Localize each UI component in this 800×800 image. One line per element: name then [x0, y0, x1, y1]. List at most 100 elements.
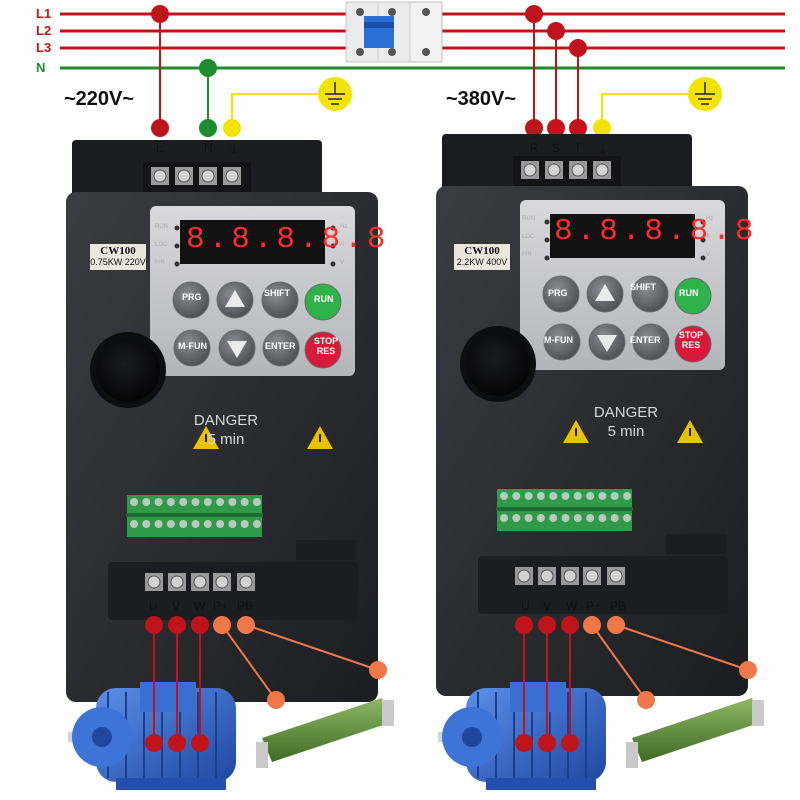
screw-icon — [130, 520, 138, 528]
indicator-label: F/R — [522, 252, 532, 258]
output-terminal-label: P+ — [586, 599, 602, 613]
screw-icon — [598, 492, 607, 500]
screw-icon — [586, 492, 595, 500]
terminal-dot — [168, 616, 186, 634]
status-led-icon — [330, 225, 336, 231]
led-display: 8.8.8.8.8 — [186, 222, 390, 257]
inverter-single-phase — [66, 140, 378, 702]
model-name: CW100 — [100, 245, 136, 257]
resistor-terminal-dot — [267, 691, 285, 709]
screw-icon — [512, 492, 521, 500]
three-phase-motor — [68, 682, 236, 790]
bus-label-l3: L3 — [36, 40, 52, 55]
terminal-dot — [515, 616, 533, 634]
stop-button[interactable] — [304, 331, 342, 369]
run-button[interactable] — [304, 283, 342, 321]
enter-button[interactable] — [262, 329, 300, 367]
down-arrow-icon — [597, 335, 617, 352]
danger-title: DANGER — [593, 404, 659, 421]
screw-icon — [571, 163, 585, 177]
screw-icon — [586, 514, 595, 522]
motor-junction-box — [140, 682, 196, 712]
terminal-dot — [583, 616, 601, 634]
output-terminal-label: W — [566, 599, 578, 613]
model-plate: CW100 2.2KW 400V — [454, 244, 510, 270]
input-terminal-label: S — [552, 141, 561, 155]
screw-icon — [517, 569, 531, 583]
prg-button[interactable] — [542, 275, 580, 313]
status-led-icon — [544, 255, 550, 261]
prg-button[interactable] — [172, 281, 210, 319]
terminal-dot — [607, 616, 625, 634]
screw-icon — [549, 492, 558, 500]
output-terminal-label: V — [172, 599, 181, 613]
danger-time: 5 min — [607, 423, 645, 440]
screw-icon — [512, 514, 521, 522]
terminal-dot — [525, 119, 543, 137]
stop-button-label: STOP RES — [313, 336, 339, 356]
screw-icon — [536, 492, 545, 500]
mfun-button[interactable] — [173, 329, 211, 367]
terminal-dot — [561, 616, 579, 634]
screw-icon — [573, 514, 582, 522]
model-rating: 0.75KW 220V — [90, 257, 146, 267]
indicator-label: RUN — [522, 216, 535, 222]
mfun-button-label: M-FUN — [544, 335, 573, 345]
motor-terminal-dot — [191, 734, 209, 752]
motor-base — [486, 778, 596, 790]
output-terminal-label: P+ — [213, 599, 229, 613]
status-led-icon — [700, 237, 706, 243]
screw-icon — [177, 169, 191, 183]
screw-icon — [166, 520, 175, 528]
screw-icon — [500, 514, 508, 522]
screw-icon — [595, 163, 609, 177]
screw-icon — [524, 514, 533, 522]
screw-icon — [500, 492, 508, 500]
screw-icon — [561, 514, 570, 522]
indicator-label: Hz — [340, 224, 348, 230]
resistor-terminal-dot — [637, 691, 655, 709]
screw-icon — [561, 492, 570, 500]
indicator-label: Hz — [706, 216, 714, 222]
knob-cap — [96, 338, 160, 402]
shift-button-label: SHIFT — [630, 282, 656, 292]
screw-icon — [147, 575, 161, 589]
shift-button[interactable] — [631, 275, 669, 313]
status-led-icon — [330, 243, 336, 249]
junction-dot — [199, 59, 217, 77]
resistor-body — [632, 698, 762, 762]
screw-icon — [610, 492, 619, 500]
vent-slot — [666, 534, 726, 554]
enter-button[interactable] — [632, 323, 670, 361]
input-terminal-label: N — [204, 141, 213, 155]
screw-icon — [585, 569, 599, 583]
run-button[interactable] — [674, 277, 712, 315]
resistor-bracket — [626, 742, 638, 768]
braking-resistor — [256, 698, 394, 768]
screw-icon — [549, 514, 558, 522]
output-terminal-label: V — [543, 599, 552, 613]
stop-button[interactable] — [674, 325, 712, 363]
left-output-wiring — [68, 616, 394, 790]
screw-icon — [253, 498, 261, 506]
screw-icon — [142, 520, 151, 528]
indicator-label: RUN — [155, 224, 168, 230]
terminal-dot — [151, 119, 169, 137]
bus-label-l1: L1 — [36, 6, 52, 21]
output-terminal-label: U — [149, 599, 158, 613]
enter-button-label: ENTER — [630, 335, 661, 345]
shift-button[interactable] — [261, 281, 299, 319]
terminal-dot — [213, 616, 231, 634]
screw-icon — [170, 575, 184, 589]
danger-warning: DANGER 5 min — [556, 403, 696, 441]
screw-icon — [216, 520, 225, 528]
screw-icon — [179, 520, 188, 528]
screw-icon — [225, 169, 239, 183]
screw-icon — [215, 575, 229, 589]
status-led-icon — [174, 261, 180, 267]
indicator-label: F/R — [155, 260, 165, 266]
output-terminal-label: W — [194, 599, 206, 613]
mfun-button[interactable] — [543, 323, 581, 361]
status-led-icon — [174, 225, 180, 231]
